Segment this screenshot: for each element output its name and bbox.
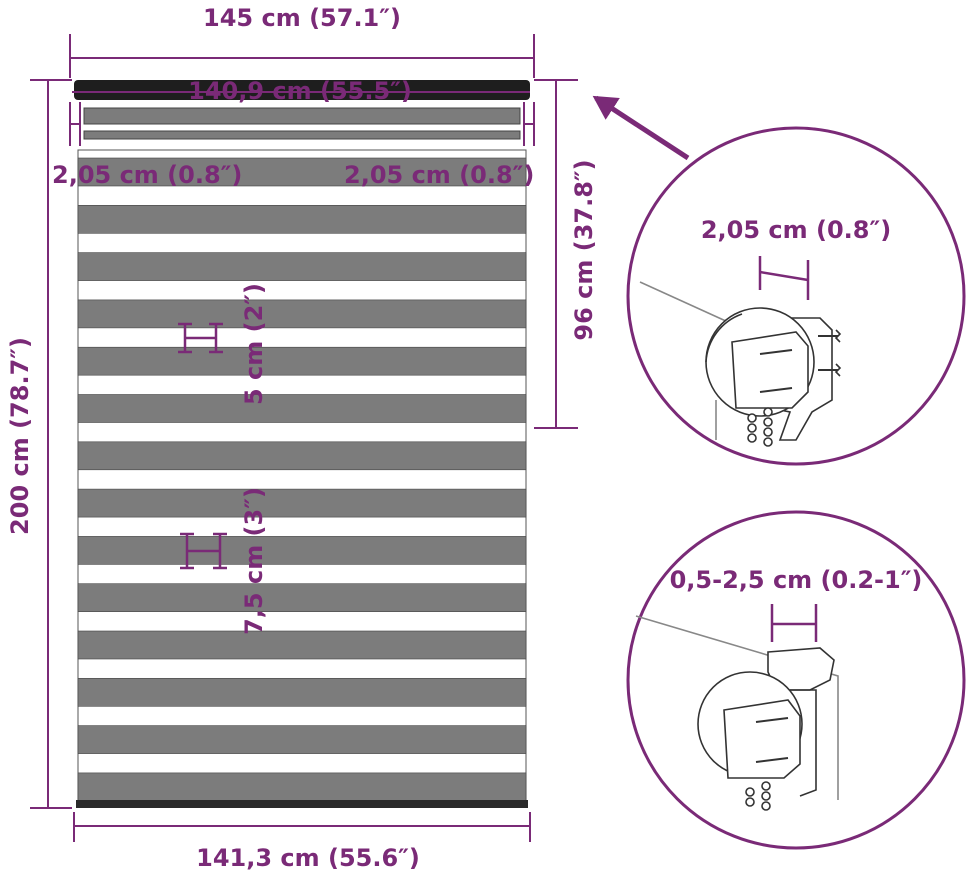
wall-mount-bracket-icon	[639, 281, 842, 447]
dark-stripe	[77, 630, 527, 660]
stripe-wide-marker	[180, 532, 227, 570]
zebra-stripes	[77, 157, 527, 802]
dark-stripe	[77, 205, 527, 234]
detail-bottom-label: 0,5-2,5 cm (0.2-1″)	[670, 566, 923, 594]
dark-stripe	[77, 346, 527, 376]
bracket-right-label: 2,05 cm (0.8″)	[344, 161, 534, 189]
stripe-wide-label: 7,5 cm (3″)	[240, 487, 268, 635]
rail-width-label: 140,9 cm (55.5″)	[188, 77, 412, 105]
callout-arrow	[592, 95, 690, 161]
total-height-label: 200 cm (78.7″)	[6, 337, 34, 535]
detail-top-label: 2,05 cm (0.8″)	[701, 216, 891, 244]
dark-stripe	[77, 677, 527, 707]
ceiling-clip-bracket-icon	[635, 615, 839, 811]
dark-stripe	[77, 536, 527, 565]
detail-bottom-dimension-line	[770, 604, 818, 642]
upper-height-label: 96 cm (37.8″)	[570, 159, 598, 340]
dark-stripe	[77, 441, 527, 471]
head-rail	[74, 80, 530, 140]
bottom-bar	[76, 800, 528, 808]
detail-circle-wall-mount: 2,05 cm (0.8″)	[626, 126, 966, 466]
dark-stripe	[77, 583, 527, 613]
total-width-label: 145 cm (57.1″)	[203, 4, 401, 32]
bracket-left-label: 2,05 cm (0.8″)	[52, 161, 242, 189]
dark-stripe	[77, 157, 527, 187]
dark-stripe	[77, 772, 527, 802]
stripe-narrow-label: 5 cm (2″)	[240, 283, 268, 405]
stripe-narrow-marker	[178, 322, 223, 354]
detail-circle-ceiling-clip: 0,5-2,5 cm (0.2-1″)	[626, 510, 966, 850]
dark-stripe	[77, 394, 527, 423]
fabric-width-label: 141,3 cm (55.6″)	[196, 844, 420, 872]
detail-top-dimension-line	[758, 256, 810, 300]
dark-stripe	[77, 488, 527, 518]
dark-stripe	[77, 725, 527, 754]
dark-stripe	[77, 299, 527, 329]
dark-stripe	[77, 252, 527, 281]
blind-fabric	[77, 149, 527, 806]
